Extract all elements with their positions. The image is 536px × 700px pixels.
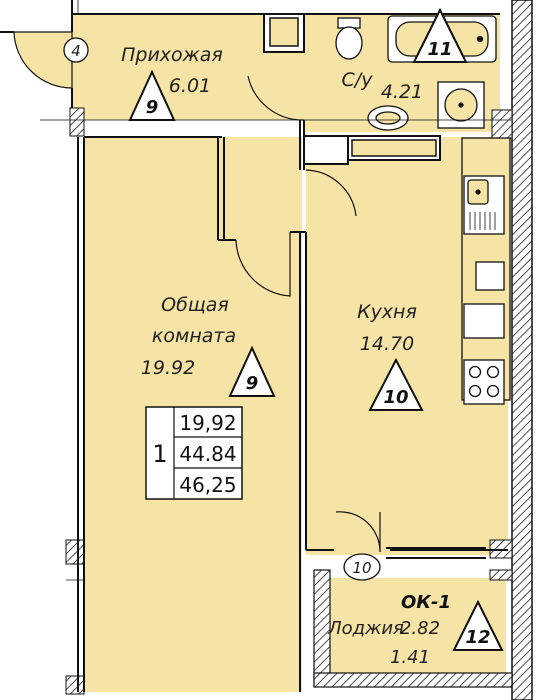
kitchen-finish-number: 10 — [383, 387, 408, 408]
bathroom-name: С/у — [342, 69, 374, 91]
loggia-wall-bottom — [313, 672, 513, 688]
bathroom-area: 4.21 — [381, 81, 423, 103]
interior-walls — [0, 0, 508, 692]
door-swings — [235, 75, 381, 553]
floor-areas — [13, 14, 508, 692]
hallway-name: Прихожая — [121, 44, 223, 66]
bathroom-finish-triangle: 11 — [412, 7, 468, 63]
living-room-finish-number: 9 — [246, 373, 259, 394]
pier-lower — [65, 675, 85, 695]
hallway-finish-number: 9 — [146, 97, 159, 118]
pier-hallway-east — [491, 109, 513, 139]
exterior-walls — [65, 0, 533, 700]
hallway-area: 6.01 — [169, 75, 211, 97]
pier-hallway-west — [69, 107, 85, 137]
total-area-value: 44.84 — [179, 442, 236, 466]
kitchen-finish-triangle: 10 — [368, 357, 424, 411]
window-type-mark: ОК-1 — [401, 592, 451, 613]
entrance-door-mark: 4 — [63, 37, 89, 63]
rooms-count: 1 — [152, 440, 167, 468]
hallway-finish-triangle: 9 — [128, 69, 176, 121]
east-wall — [511, 0, 533, 700]
kitchen-door-swing — [305, 169, 357, 217]
entrance-swing-floor — [13, 31, 73, 89]
loggia-finish-triangle: 12 — [452, 599, 504, 651]
living-room-area: 19.92 — [141, 357, 195, 379]
loggia-door-number: 10 — [352, 559, 371, 577]
loggia-area: 2.82 — [400, 618, 440, 639]
living-area-value: 19,92 — [179, 411, 236, 435]
loggia-finish-number: 12 — [465, 627, 490, 648]
loggia-door-swing — [335, 511, 381, 553]
kitchen-name: Кухня — [357, 301, 417, 323]
axis-lines — [40, 0, 512, 581]
total-area-with-loggia-value: 46,25 — [179, 473, 236, 497]
kitchen-fridge — [463, 303, 505, 339]
loggia-wall-top — [489, 569, 513, 581]
bathroom-door-swing — [247, 75, 305, 121]
living-room-finish-triangle: 9 — [228, 345, 276, 397]
pier-window-sill — [65, 539, 85, 565]
apartment-area-box: 1 19,92 44.84 46,25 — [145, 406, 243, 500]
kitchen-stove — [463, 359, 505, 405]
living-room-door-swing — [235, 232, 291, 297]
entrance-door-number: 4 — [71, 42, 81, 60]
toilet-bowl — [335, 26, 363, 60]
kitchen-cabinet — [475, 261, 505, 291]
kitchen-area: 14.70 — [360, 333, 414, 355]
kitchen-fixtures — [461, 137, 511, 405]
living-room-name-line2: комната — [152, 325, 236, 347]
loggia-area-reduced: 1.41 — [390, 647, 430, 668]
loggia-name: Лоджия — [327, 618, 404, 639]
living-room-name-line1: Общая — [161, 294, 229, 316]
loggia-door-mark: 10 — [343, 553, 381, 581]
bathroom-finish-number: 11 — [427, 39, 452, 60]
